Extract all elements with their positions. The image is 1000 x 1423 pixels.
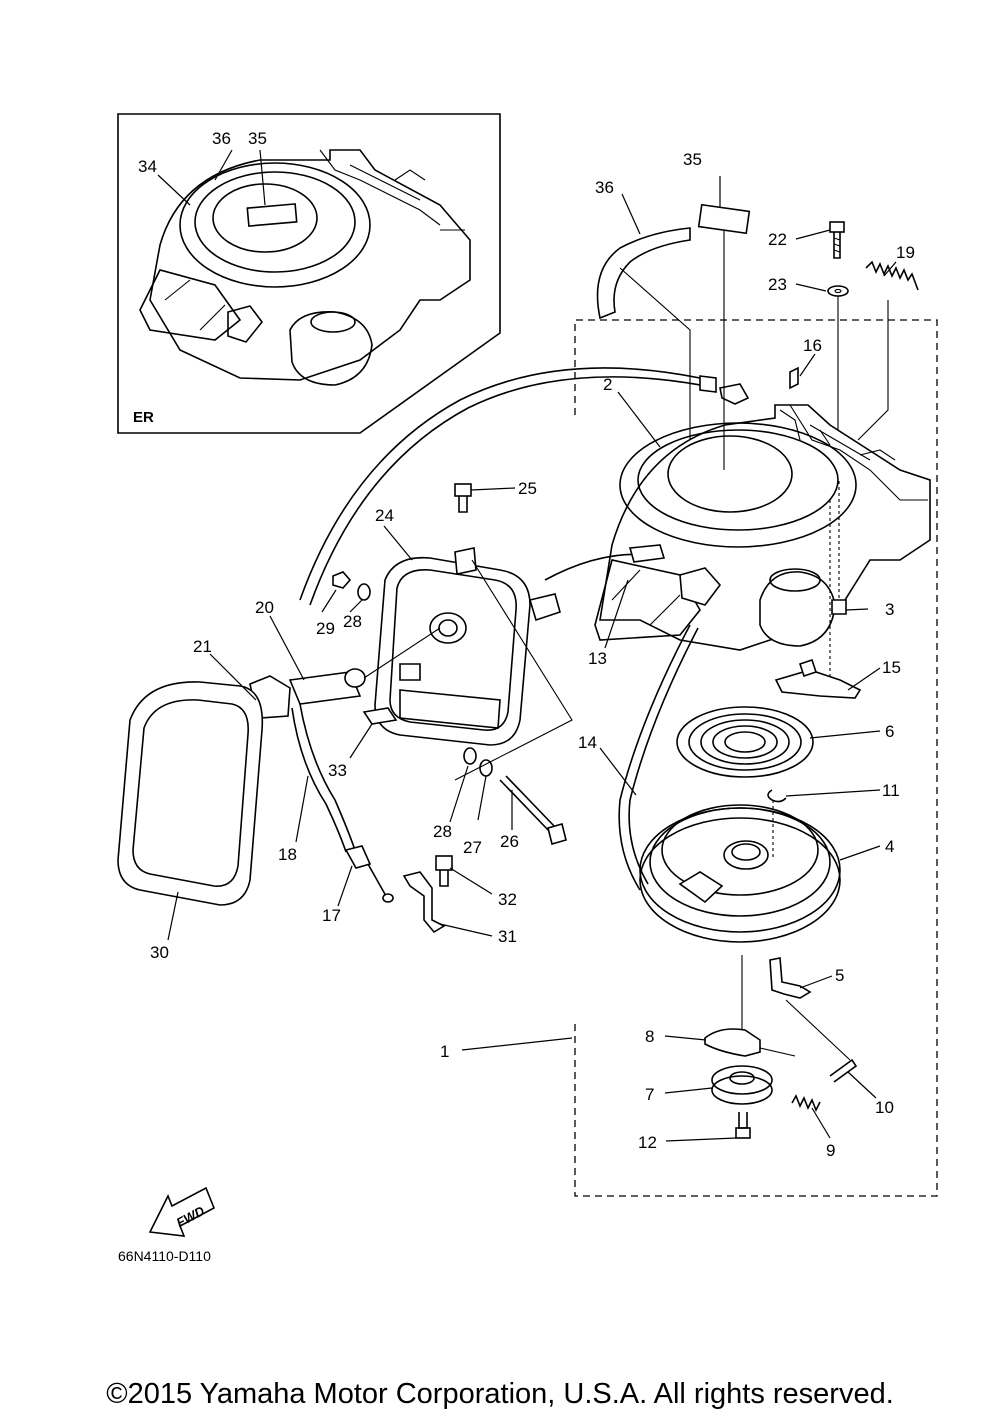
callout-32: 32: [498, 890, 517, 909]
inset-callout-35: 35: [248, 129, 267, 148]
spring-link-10: [829, 1058, 858, 1083]
bolt-26: [499, 775, 557, 833]
inset-frame: [117, 113, 501, 434]
bolt-12: [735, 1112, 751, 1139]
callout-29: 29: [316, 619, 335, 638]
callout-18: 18: [278, 845, 297, 864]
leader-lines: [167, 176, 897, 1142]
callout-19: 19: [896, 243, 915, 262]
nut-29: [332, 571, 352, 589]
washer-23: [827, 285, 849, 297]
callout-14: 14: [578, 733, 597, 752]
fwd-arrow-icon: FWD: [148, 1186, 216, 1237]
recoil-spring-6: [676, 706, 814, 778]
inset-callout-36: 36: [212, 129, 231, 148]
callout-15: 15: [882, 658, 901, 677]
bolt-22: [829, 221, 845, 259]
decal-35: [697, 203, 751, 235]
inset-tag-er: ER: [133, 409, 154, 426]
callout-20: 20: [255, 598, 274, 617]
callout-2: 2: [603, 375, 612, 394]
cable-end-17: [344, 845, 372, 869]
cap-7: [711, 1065, 773, 1105]
starter-housing: [594, 383, 931, 651]
pawl-15: [774, 669, 862, 699]
diagram-code: 66N4110-D110: [118, 1248, 211, 1264]
callout-28-lower: 28: [433, 822, 452, 841]
bolt-3: [831, 599, 847, 615]
callout-31: 31: [498, 927, 517, 946]
washer-28-lower: [463, 747, 477, 765]
callout-10: 10: [875, 1098, 894, 1117]
callout-28-upper: 28: [343, 612, 362, 631]
spring-19: [865, 260, 919, 291]
callout-12: 12: [638, 1133, 657, 1152]
clip-11: [767, 789, 787, 803]
kit-boundary: [574, 319, 938, 1197]
callout-11: 11: [882, 781, 900, 800]
bolt-32: [435, 855, 453, 887]
callout-16: 16: [803, 336, 822, 355]
callout-25: 25: [518, 479, 537, 498]
long-cable: [299, 367, 701, 601]
silencer-box-24: [374, 547, 561, 746]
callout-36: 36: [595, 178, 614, 197]
washer-27: [479, 759, 493, 777]
callout-8: 8: [645, 1027, 654, 1046]
bracket-31: [402, 871, 446, 934]
copyright-notice: ©2015 Yamaha Motor Corporation, U.S.A. A…: [106, 1378, 894, 1410]
callout-30: 30: [150, 943, 169, 962]
label-33: [362, 707, 398, 725]
callout-26: 26: [500, 832, 519, 851]
pulley-4: [639, 804, 841, 943]
callout-22: 22: [768, 230, 787, 249]
callout-6: 6: [885, 722, 894, 741]
pawl-5: [769, 957, 812, 999]
callout-5: 5: [835, 966, 844, 985]
pin-16: [789, 366, 799, 390]
inset-starter-housing: [139, 149, 471, 386]
callout-21: 21: [193, 637, 212, 656]
spring-9: [791, 1094, 821, 1112]
callout-17: 17: [322, 906, 341, 925]
main-assembly: 1 2 3 4 5 6 7 8 9 10 11 12 13 14 15 16 1…: [117, 150, 938, 1197]
callout-4: 4: [885, 837, 894, 856]
air-filter-30: [117, 681, 264, 906]
callout-3: 3: [885, 600, 894, 619]
callout-13: 13: [588, 649, 607, 668]
callout-33: 33: [328, 761, 347, 780]
callout-27: 27: [463, 838, 482, 857]
callout-35: 35: [683, 150, 702, 169]
washer-28-upper: [357, 583, 371, 601]
primer-20: [288, 668, 366, 705]
bolt-25: [454, 483, 472, 513]
choke-cable-18: [299, 703, 356, 851]
plate-8: [704, 1028, 761, 1057]
callout-1: 1: [440, 1042, 449, 1061]
inset-er-variant: 36 35 34 ER: [117, 113, 501, 434]
callout-23: 23: [768, 275, 787, 294]
cover-36: [596, 227, 691, 320]
callout-labels: 1 2 3 4 5 6 7 8 9 10 11 12 13 14 15 16 1…: [150, 150, 915, 1160]
inset-callout-34: 34: [138, 157, 157, 176]
callout-9: 9: [826, 1141, 835, 1160]
starter-rope-14: [618, 624, 691, 891]
callout-7: 7: [645, 1085, 654, 1104]
callout-24: 24: [375, 506, 394, 525]
